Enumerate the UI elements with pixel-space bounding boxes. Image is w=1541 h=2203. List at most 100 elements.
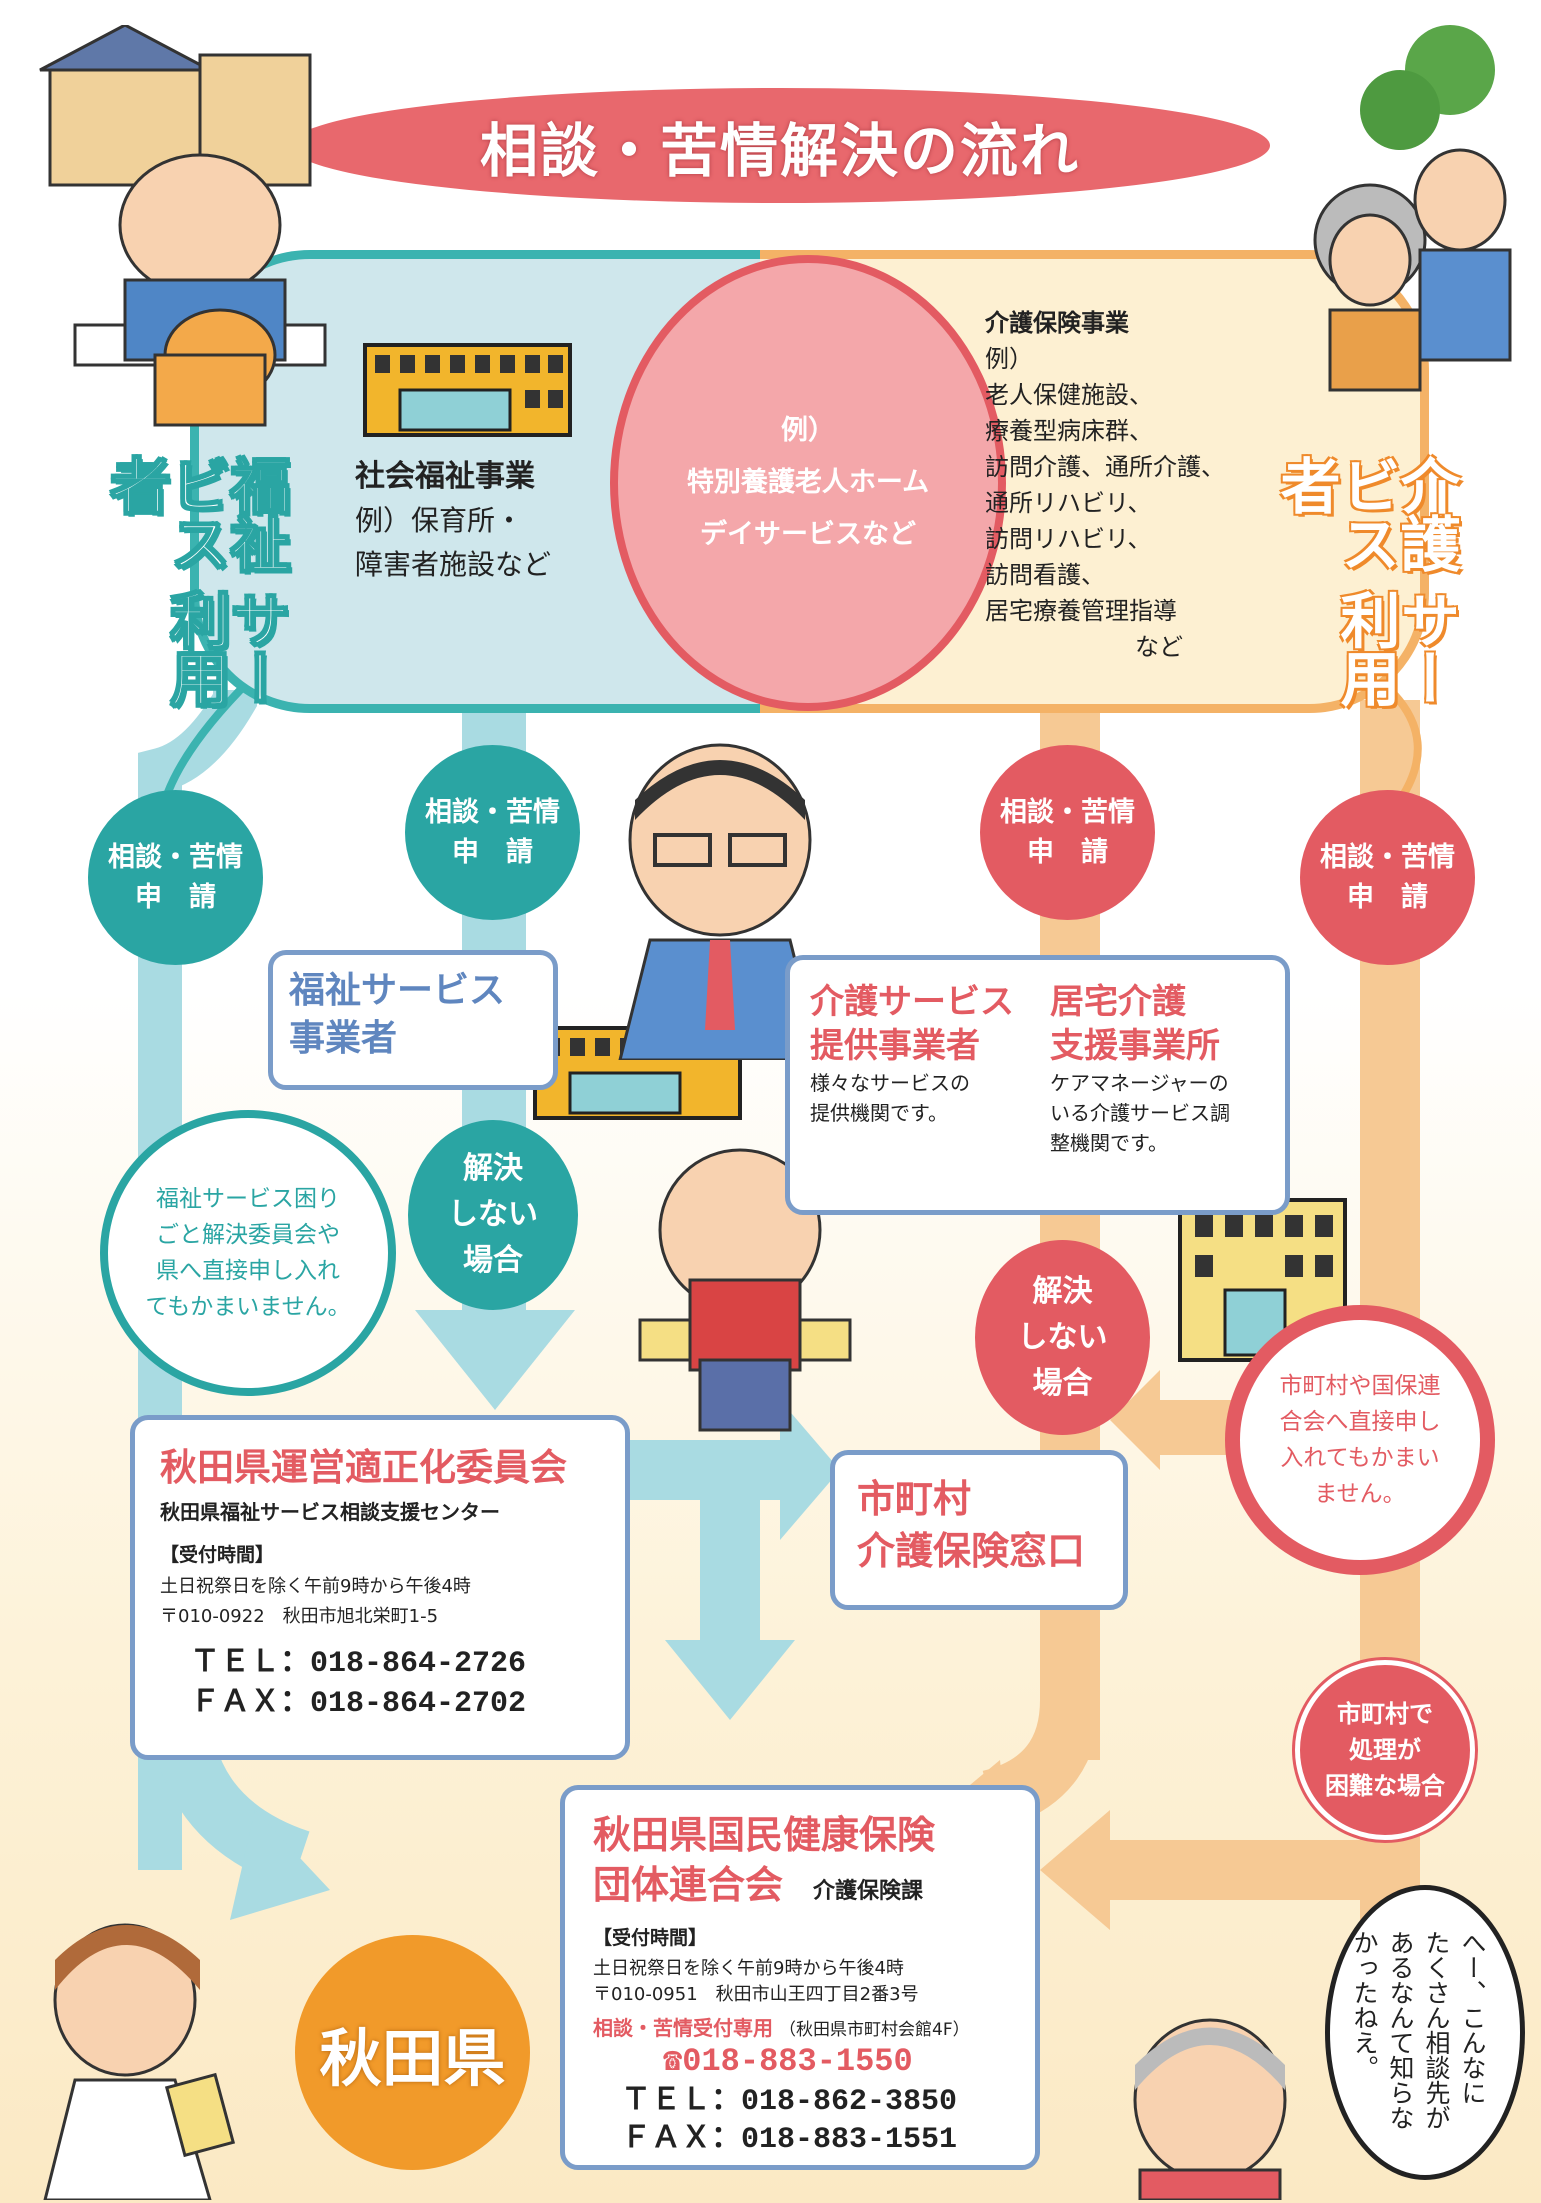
unresolved-line: 場合 [463, 1243, 523, 1278]
municipal-difficult-line: 市町村で [1337, 1700, 1433, 1728]
fax-number: ＦＡＸ：018-864-2702 [190, 1687, 527, 1721]
welfare-note-line: 県へ直接申し入れ [156, 1258, 340, 1284]
welfare-note: 福祉サービス困り ごと解決委員会や 県へ直接申し入れ てもかまいません。 [100, 1110, 396, 1396]
welfare-business: 社会福祉事業 例）保育所・ 障害者施設など [355, 455, 615, 587]
committee-title: 秋田県運営適正化委員会 [160, 1446, 567, 1489]
care-note-inner: 市町村や国保連 合会へ直接申し 入れてもかまい ません。 [1240, 1320, 1480, 1560]
elderly-man-illustration [39, 25, 327, 427]
welfare-business-line: 障害者施設など [355, 548, 552, 581]
federation-title: 秋田県国民健康保険 [593, 1813, 936, 1857]
municipal-box: 市町村 介護保険窓口 [830, 1450, 1128, 1610]
address-text: 〒010-0922 秋田市旭北栄町1-5 [160, 1606, 439, 1627]
building-icon [363, 343, 572, 437]
care-business: 介護保険事業 例） 老人保健施設、 療養型病床群、 訪問介護、通所介護、 通所リ… [985, 305, 1265, 665]
care-provider-desc: 様々なサービスの [810, 1071, 970, 1095]
page-title: 相談・苦情解決の流れ [290, 88, 1270, 203]
care-provider-desc: 提供機関です。 [810, 1101, 948, 1125]
municipal-difficult-line: 困難な場合 [1325, 1772, 1445, 1800]
welfare-note-line: てもかまいません。 [145, 1294, 351, 1320]
municipal-difficult-line: 処理が [1349, 1736, 1421, 1764]
akita-prefecture: 秋田県 [295, 1935, 530, 2170]
hours-label: 【受付時間】 [593, 1927, 708, 1949]
care-provider-right: 居宅介護 支援事業所 ケアマネージャーの いる介護サービス調 整機関です。 [1050, 980, 1230, 1158]
care-note: 市町村や国保連 合会へ直接申し 入れてもかまい ません。 [1225, 1305, 1495, 1575]
committee-box: 秋田県運営適正化委員会 秋田県福祉サービス相談支援センター 【受付時間】 土日祝… [130, 1415, 630, 1760]
speech-line: たくさん相談先が [1422, 1930, 1451, 2130]
speech-line: かったねえ。 [1350, 1930, 1379, 2080]
welfare-business-line: 例）保育所・ [355, 504, 524, 537]
welfare-note-line: 福祉サービス困り [156, 1186, 340, 1212]
speech-line: あるなんて知らな [1386, 1930, 1415, 2130]
care-business-title: 介護保険事業 [985, 309, 1129, 337]
care-business-line: 訪問介護、通所介護、 [985, 453, 1225, 481]
care-provider-box: 介護サービス 提供事業者 様々なサービスの 提供機関です。 居宅介護 支援事業所… [785, 955, 1290, 1215]
hours-text: 土日祝祭日を除く午前9時から午後4時 [160, 1576, 471, 1597]
consult-bubble-line: 申 請 [452, 836, 533, 868]
care-business-line: 訪問看護、 [985, 561, 1105, 589]
care-provider-title: 介護サービス [810, 982, 1014, 1022]
federation-dept: 介護保険課 [813, 1879, 924, 1904]
consult-bubble: 相談・苦情 申 請 [1300, 790, 1475, 965]
staff-man-illustration [618, 743, 822, 1060]
elderly-woman-illustration [1133, 2018, 1287, 2200]
municipal-title: 介護保険窓口 [857, 1529, 1086, 1573]
municipal-title: 市町村 [857, 1477, 972, 1521]
welfare-business-title: 社会福祉事業 [355, 459, 535, 494]
welfare-provider-box: 福祉サービス 事業者 [268, 950, 558, 1090]
care-provider-desc: 整機関です。 [1050, 1131, 1168, 1155]
shared-line: 例） [781, 415, 835, 446]
speech-text: へー、こんなに たくさん相談先が あるなんて知らな かったねえ。 [1346, 1930, 1490, 2150]
care-user-line: 介護 [1390, 455, 1460, 571]
elderly-sitting-illustration [638, 1148, 852, 1432]
address-text: 〒010-0951 秋田市山王四丁目2番3号 [593, 1984, 919, 2005]
care-business-line: 通所リハビリ、 [985, 489, 1152, 517]
unresolved-line: 場合 [1032, 1365, 1093, 1401]
unresolved-line: しない [1017, 1319, 1108, 1355]
care-user-line: サービス [1330, 455, 1460, 706]
federation-box: 秋田県国民健康保険 団体連合会 介護保険課 【受付時間】 土日祝祭日を除く午前9… [560, 1785, 1040, 2170]
speech-line: へー、こんなに [1458, 1930, 1487, 2105]
shared-line: 特別養護老人ホーム [686, 467, 930, 498]
care-business-line: 訪問リハビリ、 [985, 525, 1152, 553]
care-business-line: 例） [985, 345, 1033, 373]
care-provider-desc: いる介護サービス調 [1050, 1101, 1230, 1125]
building-text: （秋田県市町村会館4F） [779, 2020, 970, 2040]
tel-number: ＴＥＬ：018-862-3850 [621, 2085, 958, 2119]
consult-bubble-line: 申 請 [1027, 836, 1108, 868]
fax-number: ＦＡＸ：018-883-1551 [621, 2123, 958, 2157]
welfare-provider-title: 福祉サービス [289, 970, 506, 1011]
nurse-illustration [43, 1923, 235, 2200]
unresolved-line: 解決 [1032, 1273, 1093, 1309]
dedicated-label: 相談・苦情受付専用 [593, 2016, 773, 2040]
consult-bubble: 相談・苦情 申 請 [405, 745, 580, 920]
shared-line: デイサービスなど [700, 519, 916, 550]
unresolved-bubble: 解決 しない 場合 [408, 1120, 578, 1310]
care-provider-title: 提供事業者 [810, 1026, 980, 1066]
care-business-line: 居宅療養管理指導 [985, 597, 1177, 625]
hours-text: 土日祝祭日を除く午前9時から午後4時 [593, 1958, 904, 1979]
tel-number: ＴＥＬ：018-864-2726 [190, 1647, 527, 1681]
consult-bubble-line: 申 請 [1347, 881, 1428, 913]
unresolved-bubble: 解決 しない 場合 [975, 1240, 1150, 1435]
care-note-line: ません。 [1314, 1481, 1406, 1507]
welfare-user-line: サービス [159, 454, 291, 707]
consult-bubble-line: 相談・苦情 [1320, 841, 1455, 873]
welfare-note-line: ごと解決委員会や [156, 1222, 340, 1248]
care-user-line: 利用者 [1270, 455, 1400, 706]
care-note-line: 市町村や国保連 [1279, 1373, 1441, 1399]
speech-bubble: へー、こんなに たくさん相談先が あるなんて知らな かったねえ。 [1325, 1885, 1525, 2180]
welfare-user-line: 福祉 [219, 454, 291, 572]
consult-bubble: 相談・苦情 申 請 [980, 745, 1155, 920]
care-provider-title: 居宅介護 [1050, 982, 1186, 1022]
committee-subtitle: 秋田県福祉サービス相談支援センター [160, 1500, 500, 1524]
care-provider-title: 支援事業所 [1050, 1026, 1220, 1066]
care-provider-left: 介護サービス 提供事業者 様々なサービスの 提供機関です。 [810, 980, 1014, 1128]
unresolved-line: 解決 [463, 1151, 523, 1186]
care-note-line: 合会へ直接申し [1279, 1409, 1441, 1435]
care-provider-desc: ケアマネージャーの [1050, 1071, 1229, 1095]
welfare-user-label: 福祉 サービス 利用者 [99, 454, 291, 715]
unresolved-line: しない [448, 1197, 538, 1232]
care-business-line: 老人保健施設、 [985, 381, 1153, 409]
consult-bubble-line: 相談・苦情 [1000, 796, 1135, 828]
federation-title: 団体連合会 [593, 1863, 784, 1907]
